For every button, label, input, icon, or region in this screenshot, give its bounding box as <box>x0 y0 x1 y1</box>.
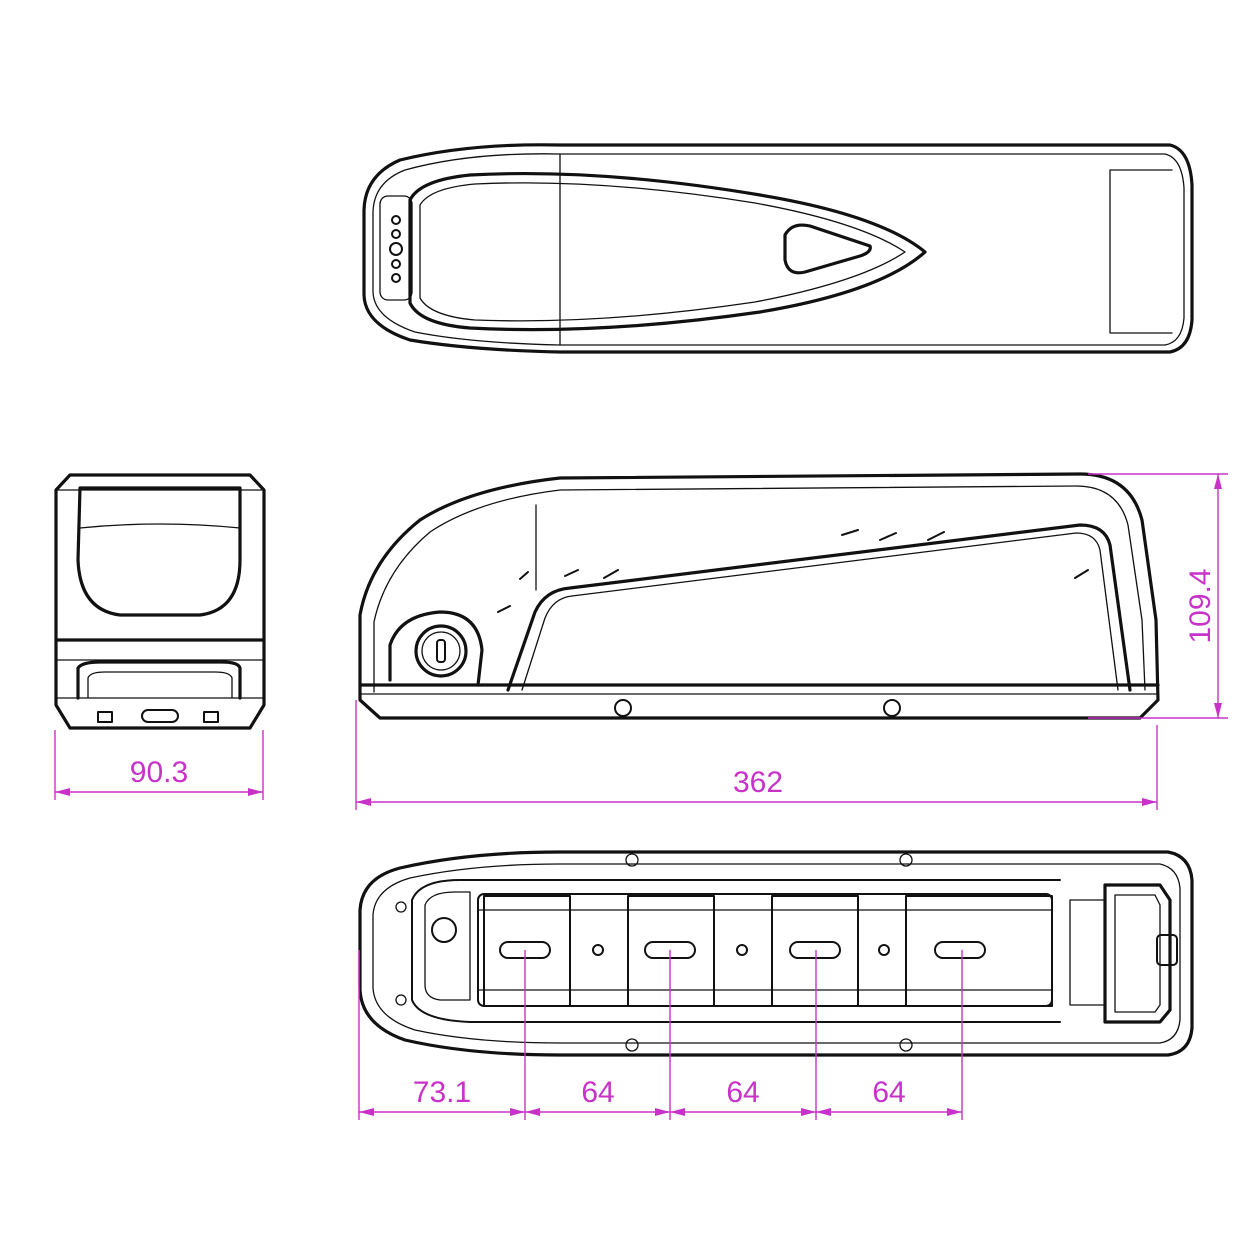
dim-overall-length: 362 <box>733 766 783 799</box>
dimensions: 90.3 362 109.4 73.1 64 64 64 <box>54 473 1228 1120</box>
top-handle-recess <box>408 171 927 332</box>
dim-cell-pitch-3: 64 <box>872 1076 905 1109</box>
bottom-view <box>358 850 1194 1057</box>
bottom-view-outline <box>358 850 1194 1057</box>
dim-end-width: 90.3 <box>130 756 188 789</box>
top-view <box>362 143 1194 354</box>
top-grip <box>783 223 872 275</box>
side-view <box>358 472 1160 720</box>
mount-hole <box>883 699 901 717</box>
key-lock-icon <box>414 624 468 678</box>
lock-housing <box>388 610 484 687</box>
bottom-port <box>431 917 457 943</box>
side-recess <box>506 523 1132 692</box>
dim-cell-pitch-1: 64 <box>581 1076 614 1109</box>
dim-overall-height: 109.4 <box>1184 568 1217 643</box>
cell-block <box>627 895 715 1007</box>
dim-first-cell-offset: 73.1 <box>413 1076 471 1109</box>
cell-block <box>771 895 859 1007</box>
dim-cell-pitch-2: 64 <box>726 1076 759 1109</box>
end-view <box>54 473 266 730</box>
end-view-outline <box>54 473 266 730</box>
top-view-outline <box>362 143 1194 354</box>
side-view-outline <box>358 472 1160 720</box>
cell-block <box>483 895 571 1007</box>
cell-block <box>905 895 1053 1007</box>
mount-hole <box>614 699 632 717</box>
